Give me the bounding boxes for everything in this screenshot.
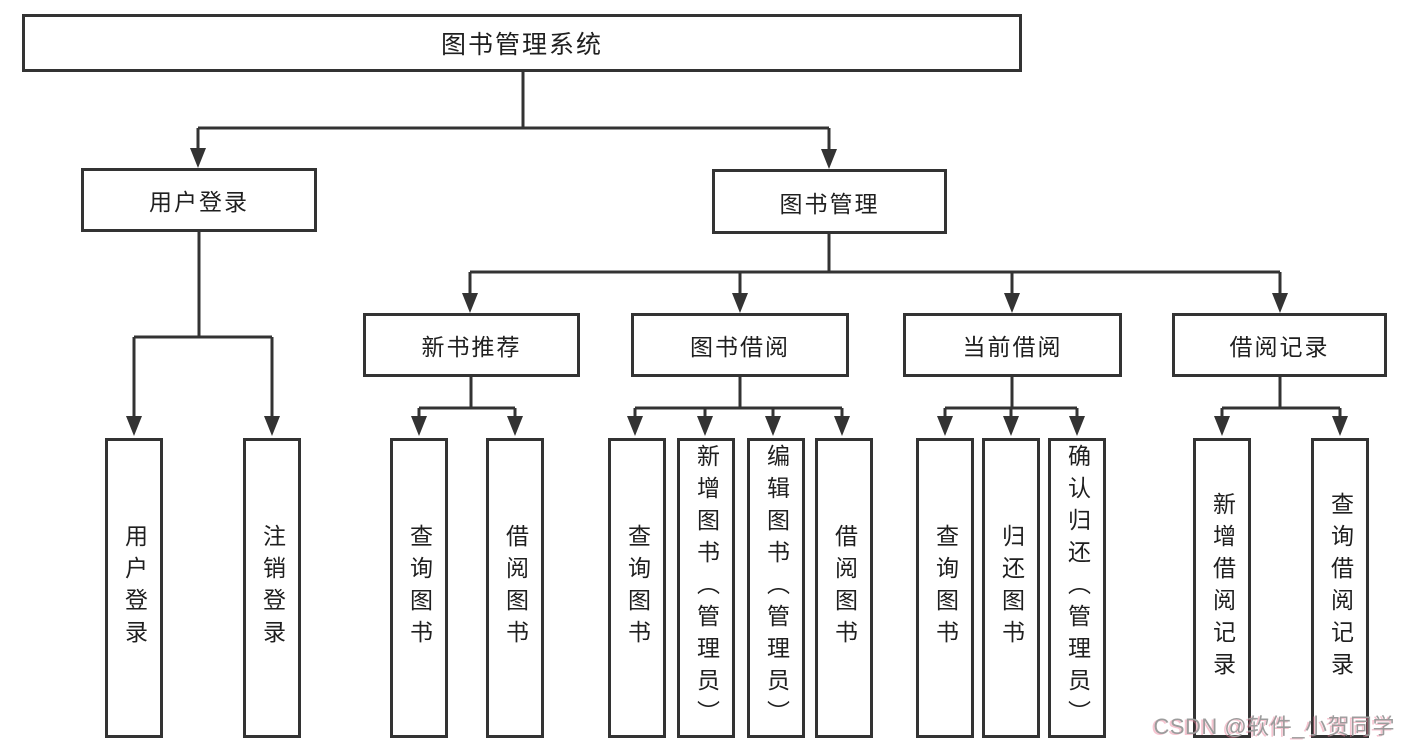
leaf-user-login: 用户登录 (105, 438, 163, 738)
leaf-edit-book-admin: 编辑图书（管理员） (747, 438, 805, 738)
leaf-borrow-books: 借阅图书 (815, 438, 873, 738)
node-new-book-recommend: 新书推荐 (363, 313, 580, 377)
leaf-add-book-admin: 新增图书（管理员） (677, 438, 735, 738)
node-borrow-records: 借阅记录 (1172, 313, 1387, 377)
node-book-borrow: 图书借阅 (631, 313, 849, 377)
csdn-watermark: CSDN @软件_小贺同学 (1153, 714, 1395, 739)
leaf-borrow-books-recommend: 借阅图书 (486, 438, 544, 738)
leaf-search-books-recommend: 查询图书 (390, 438, 448, 738)
node-user-login: 用户登录 (81, 168, 317, 232)
node-book-management: 图书管理 (712, 169, 947, 234)
node-current-borrow: 当前借阅 (903, 313, 1122, 377)
leaf-return-books: 归还图书 (982, 438, 1040, 738)
leaf-confirm-return-admin: 确认归还（管理员） (1048, 438, 1106, 738)
leaf-search-books-borrow: 查询图书 (608, 438, 666, 738)
leaf-logout: 注销登录 (243, 438, 301, 738)
leaf-add-borrow-record: 新增借阅记录 (1193, 438, 1251, 738)
node-library-system: 图书管理系统 (22, 14, 1022, 72)
leaf-search-borrow-record: 查询借阅记录 (1311, 438, 1369, 738)
leaf-search-books-current: 查询图书 (916, 438, 974, 738)
